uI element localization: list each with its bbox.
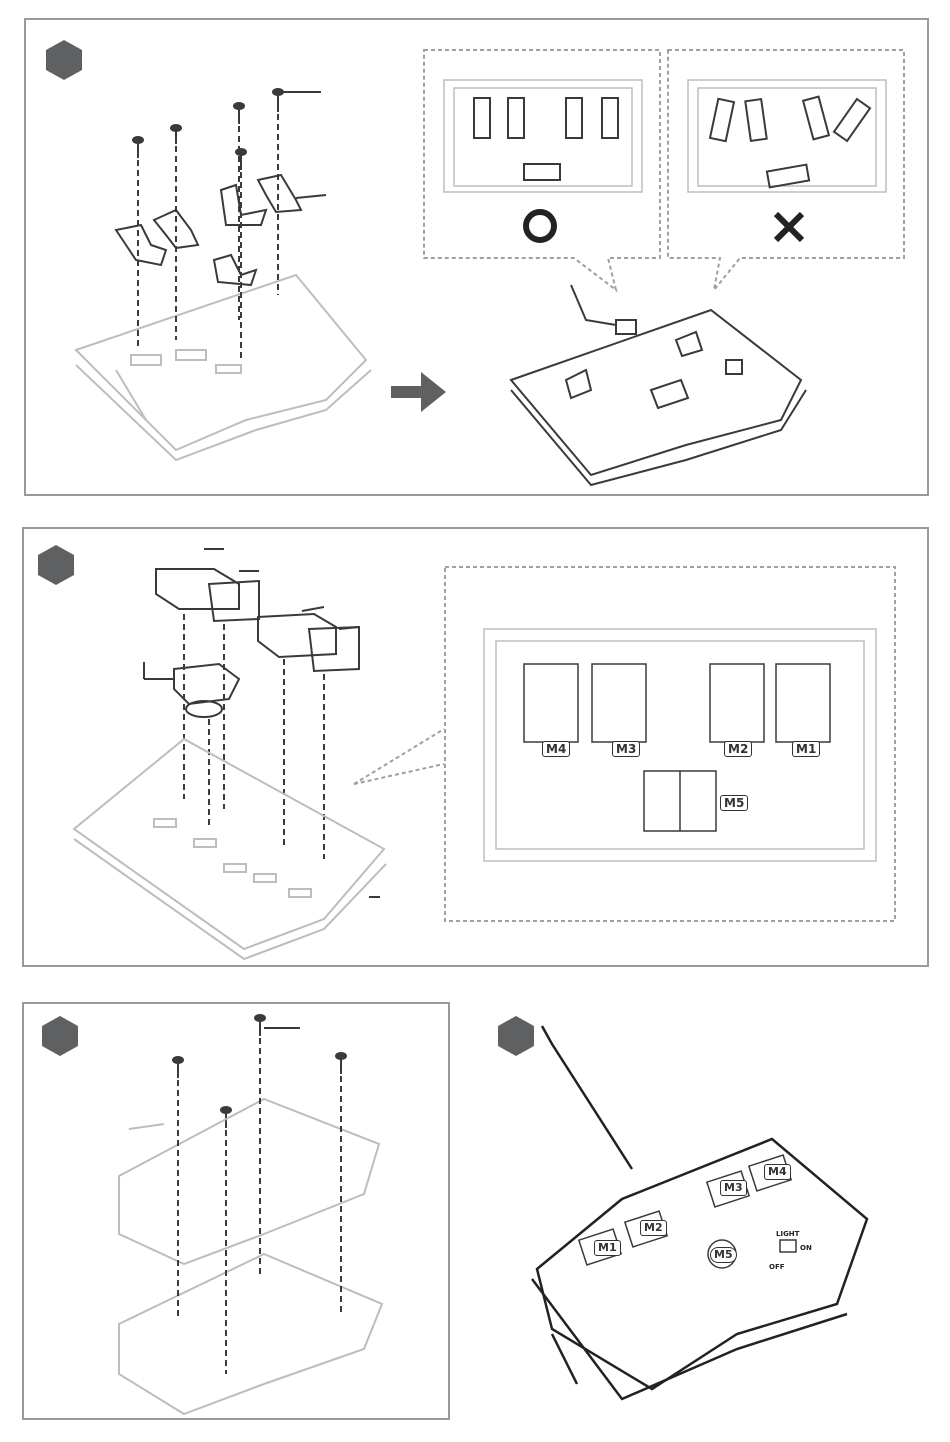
callout-correct <box>424 50 660 290</box>
assembled-unit <box>532 1026 867 1399</box>
label-m4-final: M4 <box>764 1164 791 1180</box>
step-3-illustration <box>24 1004 452 1422</box>
plate-incorrect <box>688 80 886 192</box>
switch-off-label: OFF <box>769 1263 785 1271</box>
label-m3: M3 <box>612 741 640 757</box>
motor-modules <box>144 549 380 897</box>
screw-icon <box>236 149 246 170</box>
dashed-guides <box>178 1038 341 1374</box>
label-m4: M4 <box>542 741 570 757</box>
step-panel-4: OFF LIGHT ON M1 M2 M3 M4 M5 <box>480 1002 929 1420</box>
callout-leader <box>354 729 444 784</box>
cross-incorrect-icon <box>776 214 802 240</box>
label-m5-final: M5 <box>710 1247 737 1263</box>
screw-icon <box>273 89 283 112</box>
label-m2: M2 <box>724 741 752 757</box>
switch-light-label: LIGHT <box>776 1230 800 1238</box>
step-panel-1 <box>24 18 929 496</box>
step-badge-2 <box>38 545 74 585</box>
base-housing-ghost <box>74 739 386 959</box>
label-m1: M1 <box>792 741 820 757</box>
step-4-illustration: OFF LIGHT ON <box>482 1004 931 1422</box>
label-m5: M5 <box>720 795 748 811</box>
label-m1-final: M1 <box>594 1240 621 1256</box>
label-m3-final: M3 <box>720 1180 747 1196</box>
switch-on-label: ON <box>800 1244 812 1252</box>
base-housing-ghost <box>76 275 371 460</box>
step-badge-4 <box>498 1016 534 1056</box>
arrow-right-icon <box>391 372 446 412</box>
base-ghost <box>119 1254 382 1414</box>
label-m2-final: M2 <box>640 1220 667 1236</box>
step-badge-1 <box>46 40 82 80</box>
detail-callout-box <box>445 567 895 921</box>
screw-icon <box>171 125 181 144</box>
screws-and-brackets <box>116 89 326 285</box>
brackets-misaligned <box>710 97 870 188</box>
callout-incorrect <box>668 50 904 290</box>
brackets-aligned <box>474 98 618 180</box>
dashed-guides <box>138 114 278 360</box>
circle-correct-icon <box>526 212 554 240</box>
screw-icon <box>234 103 244 124</box>
screw-icon <box>255 1015 265 1036</box>
dashed-guides <box>184 614 324 859</box>
step-panel-3 <box>22 1002 450 1420</box>
screw-icon <box>336 1053 346 1074</box>
step-1-illustration <box>26 20 931 498</box>
assembled-base <box>511 285 806 485</box>
screw-icon <box>173 1057 183 1078</box>
step-badge-3 <box>42 1016 78 1056</box>
step-panel-2: M4 M3 M2 M1 M5 <box>22 527 929 967</box>
screw-icon <box>133 137 143 158</box>
